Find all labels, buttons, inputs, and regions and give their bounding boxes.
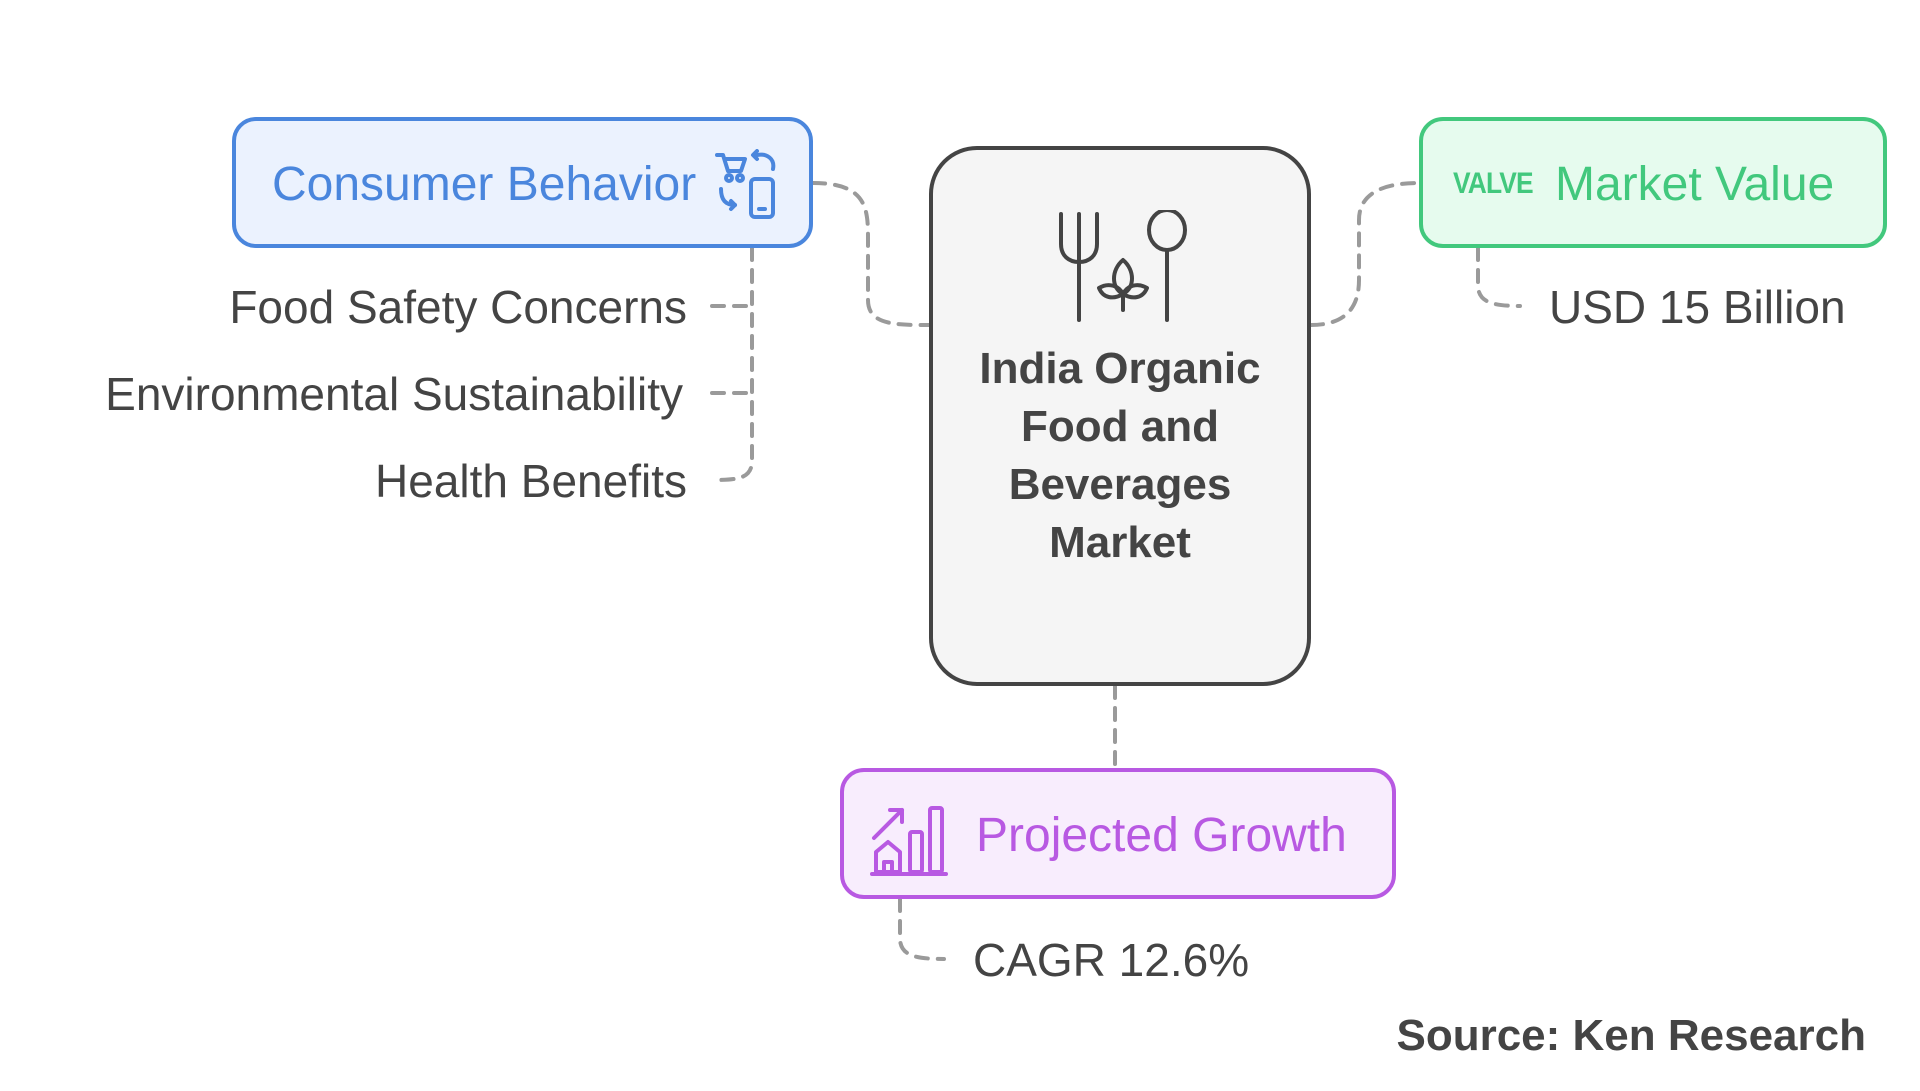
connector-center-to-market	[1309, 181, 1421, 327]
market-value-label: Market Value	[1555, 158, 1835, 211]
central-topic-title: India Organic Food and Beverages Market	[979, 344, 1261, 567]
source-attribution: Source: Ken Research	[1396, 1011, 1866, 1060]
connector-growth-item	[898, 897, 946, 961]
shopping-cart-phone-cycle-icon	[715, 149, 776, 219]
market-value-node: VALVE Market Value	[1419, 117, 1887, 248]
consumer-behavior-label: Consumer Behavior	[272, 158, 697, 211]
fork-leaf-spoon-icon	[1059, 210, 1187, 322]
projected-growth-cagr: CAGR 12.6%	[973, 934, 1250, 986]
connector-consumer-items	[710, 246, 754, 482]
growth-chart-house-icon	[870, 806, 948, 876]
valve-logo-icon: VALVE	[1453, 167, 1534, 200]
connector-consumer-to-center	[811, 181, 931, 327]
projected-growth-label: Projected Growth	[976, 809, 1347, 862]
consumer-behavior-node: Consumer Behavior	[232, 117, 813, 248]
consumer-item-food-safety: Food Safety Concerns	[229, 281, 687, 333]
consumer-item-environmental-sustainability: Environmental Sustainability	[105, 368, 683, 420]
central-topic-node: India Organic Food and Beverages Market	[929, 146, 1311, 686]
projected-growth-node: Projected Growth	[840, 768, 1396, 899]
market-value-amount: USD 15 Billion	[1549, 281, 1846, 333]
connector-market-item	[1476, 246, 1522, 308]
consumer-item-health-benefits: Health Benefits	[375, 455, 687, 507]
